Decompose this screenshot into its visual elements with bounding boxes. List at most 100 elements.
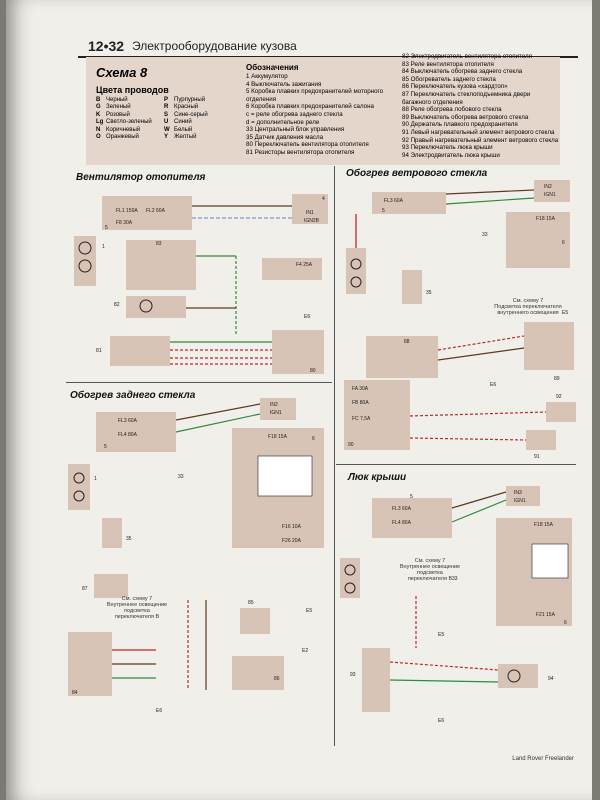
footer-brand: Land Rover Freelander: [512, 756, 574, 762]
sunroof-switch-93: [362, 648, 390, 712]
label-e6-rw: E6: [156, 708, 162, 714]
label-84: 84: [72, 690, 78, 696]
fuse-box-5-windscreen: [372, 192, 446, 214]
fan-motor-82: [126, 296, 186, 318]
label-5-rw: 5: [104, 444, 107, 450]
fuse-f8: F8 30A: [116, 220, 133, 226]
label-83: 83: [156, 241, 162, 247]
rear-heater-85: [240, 608, 270, 634]
label-88: 88: [404, 339, 410, 345]
label-e6-ws: E6: [490, 382, 496, 388]
fuse-fb: FB 80A: [352, 400, 369, 406]
divider: [334, 166, 335, 746]
switch-84: [68, 632, 112, 696]
battery-1-sr: [340, 558, 360, 598]
designation-item: 89 Выключатель обогрева ветрового стекла: [402, 113, 529, 121]
designation-item: багажного отделения: [402, 98, 463, 106]
label-e5-ws: E5: [562, 310, 568, 316]
page-number: 12•32: [88, 38, 125, 54]
label-in3: IN3: [514, 490, 522, 496]
divider: [66, 382, 332, 383]
designation-item: 86 Переключатель кузова «хардтоп»: [402, 83, 508, 91]
label-e6-a: E6: [304, 314, 310, 320]
relay-d-sr: [531, 543, 569, 579]
note-scheme-7-sr: См. схему 7 Внутреннее освещение подсвет…: [399, 558, 461, 582]
wiring-diagrams: FL1 150A FL2 60A F8 30A 5 IN1 IGN2B 4 1 …: [68, 180, 576, 724]
label-in2-rw: IN2: [270, 402, 278, 408]
label-6-rw: 6: [312, 436, 315, 442]
fuse-f18-ws: F18 15A: [536, 216, 556, 222]
designation-item: 90 Держатель плавкого предохранителя: [402, 121, 518, 129]
designations-title: Обозначения: [246, 63, 299, 72]
heater-element-91: [526, 430, 556, 450]
designation-item: 6 Коробка плавких предохранителей салона: [246, 103, 374, 111]
label-1-rw: 1: [94, 476, 97, 482]
wire-colors-title: Цвета проводов: [96, 85, 169, 95]
label-33-ws: 33: [482, 232, 488, 238]
label-33-rw: 33: [178, 474, 184, 480]
battery-1: [74, 236, 96, 286]
fuse-f18-sr: F18 15A: [534, 522, 554, 528]
title-heater-fan: Вентилятор отопителя: [76, 172, 206, 183]
label-6-sr: 6: [564, 620, 567, 626]
label-5-sr: 5: [410, 494, 413, 500]
switch-89: [524, 322, 574, 370]
designation-item: 85 Обогреватель заднего стекла: [402, 75, 496, 83]
label-ign1-rw: IGN1: [270, 410, 282, 416]
label-35-ws: 35: [426, 290, 432, 296]
label-91: 91: [534, 454, 540, 460]
designation-item: 80 Переключатель вентилятора отопителя: [246, 141, 369, 149]
label-4: 4: [322, 196, 325, 202]
ignition-switch-4-sr: [506, 486, 540, 506]
designation-item: 92 Правый нагревательный элемент ветрово…: [402, 136, 559, 144]
fuse-box-5-rw: [96, 412, 176, 452]
designation-item: 84 Выключатель обогрева заднего стекла: [402, 68, 523, 76]
fuse-fl3-rw: FL3 60A: [118, 418, 138, 424]
fuse-f21: F21 15A: [536, 612, 556, 618]
fuse-box-6-ws: [506, 212, 570, 268]
designations-right: 82 Электродвигатель вентилятора отопител…: [402, 53, 558, 159]
relay-88: [366, 336, 438, 378]
label-82: 82: [114, 302, 120, 308]
resistors-81: [110, 336, 170, 366]
title-windscreen: Обогрев ветрового стекла: [346, 168, 488, 179]
note-scheme-7-ws: См. схему 7 Подсветка переключателя внут…: [494, 298, 562, 316]
label-89: 89: [554, 376, 560, 382]
label-94: 94: [548, 676, 554, 682]
label-85: 85: [248, 600, 254, 606]
fuse-fl2: FL2 60A: [146, 208, 166, 214]
fuse-fa: FA 30A: [352, 386, 369, 392]
label-35-rw: 35: [126, 536, 132, 542]
label-6-ws: 6: [562, 240, 565, 246]
note-scheme-7-rw: См. схему 7 Внутреннее освещение подсвет…: [106, 596, 168, 620]
designation-item: 35 Датчик давления масла: [246, 133, 324, 141]
designation-item: 83 Реле вентилятора отопителя: [402, 60, 494, 68]
designation-item: c = реле обогрева заднего стекла: [246, 110, 343, 118]
designation-item: 87 Переключатель стеклоподъемника двери: [402, 90, 531, 98]
label-e5-sr: E5: [438, 632, 444, 638]
label-87: 87: [82, 586, 88, 592]
fuse-f26: F26 20A: [282, 538, 302, 544]
battery-1-rw: [68, 464, 90, 510]
label-e2: E2: [302, 648, 308, 654]
fuse-fl4-sr: FL4 80A: [392, 520, 412, 526]
designation-item: 33 Центральный блок управления: [246, 126, 345, 134]
label-93: 93: [350, 672, 356, 678]
label-92: 92: [556, 394, 562, 400]
tailgate-switch-87: [94, 574, 128, 598]
fuse-fl1: FL1 150A: [116, 208, 138, 214]
fuse-f16: F16 10A: [282, 524, 302, 530]
fuse-holder-f4: [262, 258, 322, 280]
hardtop-switch-86: [232, 656, 284, 690]
